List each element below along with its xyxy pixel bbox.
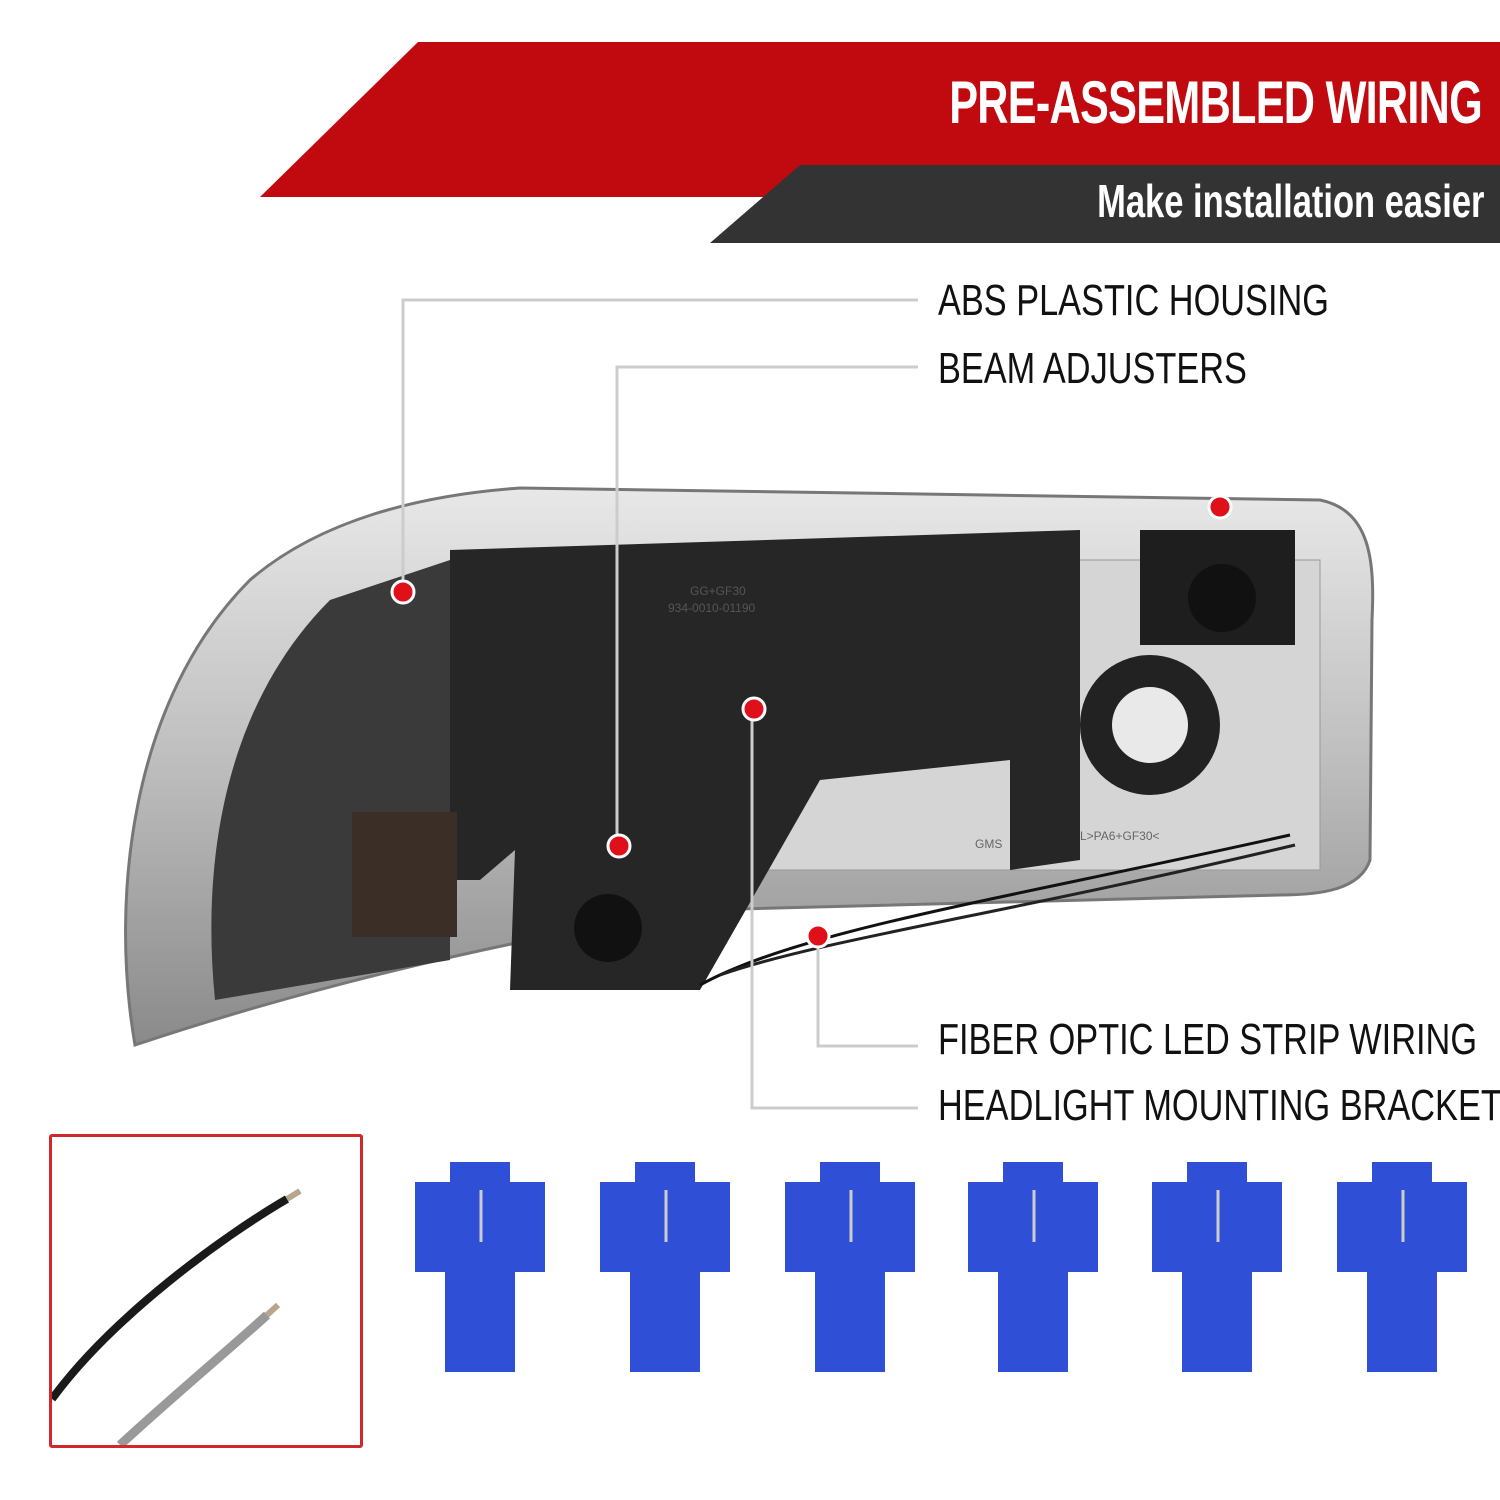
callout-dot: [1207, 494, 1233, 520]
rear-bracket: [450, 530, 1080, 990]
wire-pair-icon: [52, 1188, 302, 1445]
wire: [699, 833, 1291, 987]
upper-socket: [1188, 564, 1256, 632]
tap-connector-icon: [600, 1162, 730, 1372]
marking: GMS: [975, 837, 1002, 851]
callout-beam-adjusters: BEAM ADJUSTERS: [938, 344, 1247, 393]
marking: GG+GF30: [690, 584, 746, 598]
title-band: [260, 42, 1500, 197]
bulb-cap: [1112, 687, 1188, 763]
wire: [719, 843, 1296, 977]
callout-dot: [390, 579, 416, 605]
callout-dots: [390, 494, 1233, 949]
callout-mounting-bracket: HEADLIGHT MOUNTING BRACKET: [938, 1081, 1500, 1130]
marking: L>PA6+GF30<: [1080, 829, 1160, 843]
tap-connector-icon: [1152, 1162, 1282, 1372]
lower-socket: [574, 894, 642, 962]
banner-title: PRE-ASSEMBLED WIRING: [949, 69, 1483, 136]
banner-subtitle: Make installation easier: [1096, 175, 1484, 227]
wire-inset: [49, 1134, 363, 1448]
subtitle-band: [710, 165, 1500, 243]
callout-abs-housing: ABS PLASTIC HOUSING: [938, 276, 1329, 325]
tap-connector-icon: [415, 1162, 545, 1372]
callout-led-wiring: FIBER OPTIC LED STRIP WIRING: [938, 1015, 1478, 1064]
tap-connector-icon: [1337, 1162, 1467, 1372]
callout-dot: [741, 696, 767, 722]
callout-dot: [606, 833, 632, 859]
tap-connectors: [415, 1162, 1467, 1372]
corner-box: [352, 812, 457, 937]
callout-dot: [805, 923, 831, 949]
callout-lines: [401, 298, 918, 1110]
marking: 934-0010-01190: [668, 601, 756, 615]
tap-connector-icon: [785, 1162, 915, 1372]
tap-connector-icon: [968, 1162, 1098, 1372]
